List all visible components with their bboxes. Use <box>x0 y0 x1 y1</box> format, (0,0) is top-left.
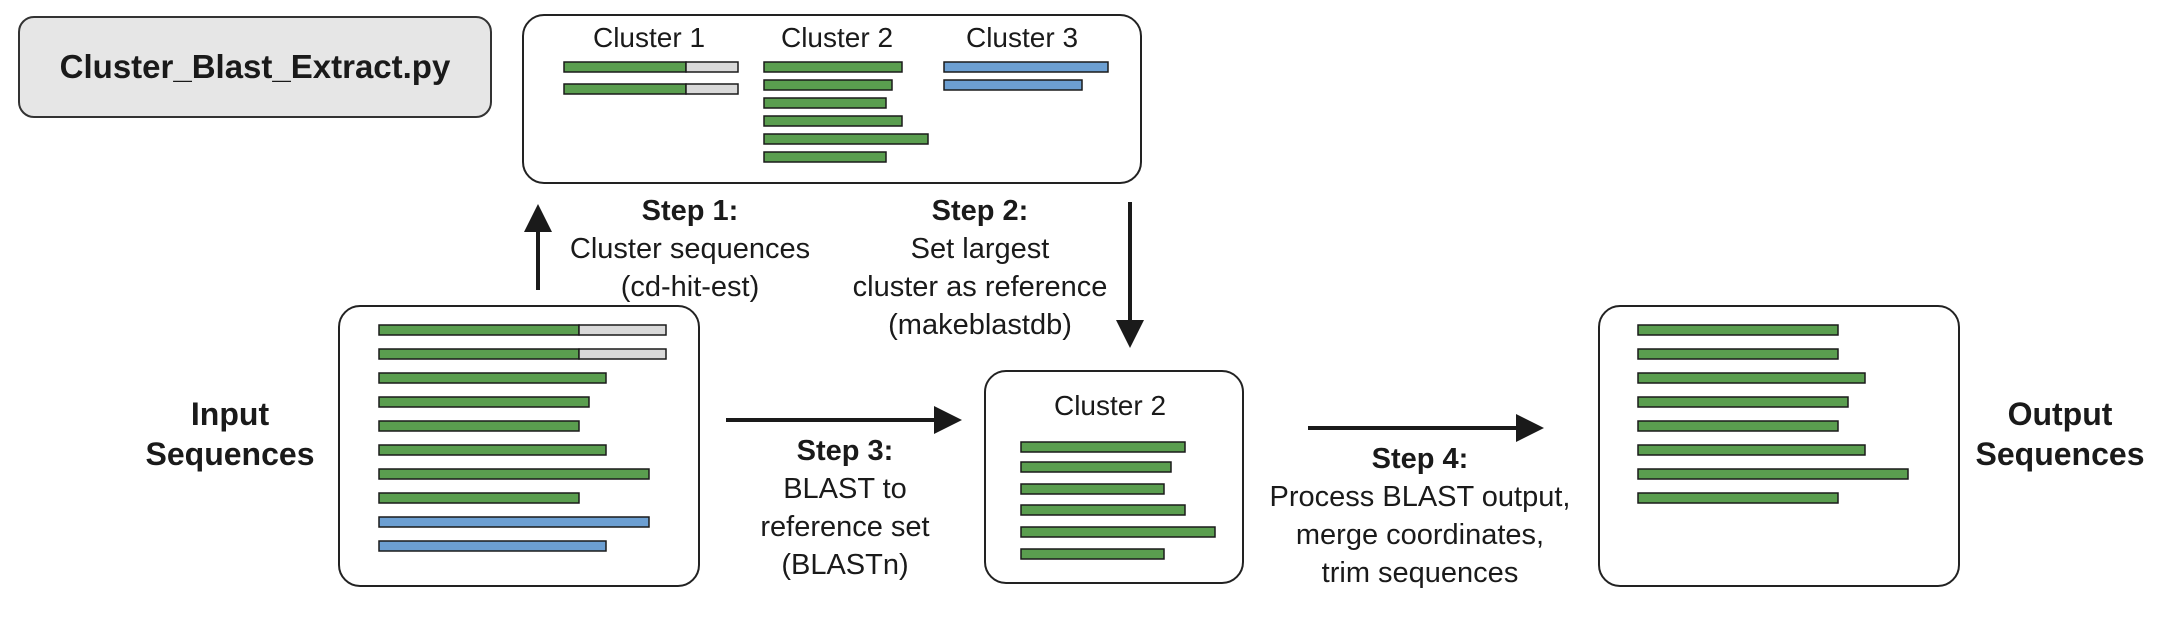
reference-cluster-title: Cluster 2 <box>1053 390 1167 421</box>
step2-line-1: Set largest <box>910 233 1050 265</box>
cluster2-sequence-bar <box>763 61 903 73</box>
step3-label: Step 3: BLAST to reference set (BLASTn) <box>710 432 980 584</box>
reference-sequence-bar <box>1020 483 1165 495</box>
step4-arrow <box>1308 414 1544 442</box>
output-sequence-bar <box>1637 492 1839 504</box>
step4-line-2: merge coordinates, <box>1295 519 1545 551</box>
step4-line-3: trim sequences <box>1321 557 1519 589</box>
reference-sequence-bar <box>1020 526 1216 538</box>
reference-sequence-bar <box>1020 504 1186 516</box>
script-title-box: Cluster_Blast_Extract.py <box>18 16 492 118</box>
step4-label: Step 4: Process BLAST output, merge coor… <box>1250 440 1590 592</box>
cluster2-sequence-bar <box>763 151 887 163</box>
step1-arrow <box>524 204 552 290</box>
step1-line-2: (cd-hit-est) <box>620 271 760 303</box>
step3-line-2: reference set <box>760 511 930 543</box>
output-sequence-bar <box>1637 324 1839 336</box>
input-sequence-bar <box>378 468 650 480</box>
step4-line-1: Process BLAST output, <box>1269 481 1571 513</box>
output-sequence-bar <box>1637 372 1866 384</box>
input-sequence-bar <box>378 372 607 384</box>
output-label-line-2: Sequences <box>1975 436 2145 472</box>
script-title: Cluster_Blast_Extract.py <box>59 48 451 85</box>
cluster2-sequence-bar <box>763 79 893 91</box>
step2-line-2: cluster as reference <box>852 271 1108 303</box>
step2-arrow <box>1116 202 1144 348</box>
reference-sequence-bar <box>1020 548 1165 560</box>
step1-label: Step 1: Cluster sequences (cd-hit-est) <box>540 192 840 306</box>
step3-line-3: (BLASTn) <box>781 549 909 581</box>
output-sequences-label: Output Sequences <box>1960 394 2160 474</box>
input-sequence-bar <box>378 492 580 504</box>
input-sequence-unaligned-bar <box>578 324 667 336</box>
cluster1-sequence-bar <box>563 83 687 95</box>
input-sequence-bar <box>378 540 607 552</box>
reference-sequence-bar <box>1020 441 1186 453</box>
output-sequence-bar <box>1637 396 1849 408</box>
cluster3-sequence-bar <box>943 79 1083 91</box>
output-sequence-bar <box>1637 420 1839 432</box>
output-sequence-bar <box>1637 348 1839 360</box>
output-sequence-bar <box>1637 444 1866 456</box>
cluster3-sequence-bar <box>943 61 1109 73</box>
cluster-2-title: Cluster 2 <box>780 22 894 53</box>
cluster2-sequence-bar <box>763 97 887 109</box>
input-sequence-unaligned-bar <box>578 348 667 360</box>
step2-line-3: (makeblastdb) <box>888 309 1072 341</box>
step2-heading: Step 2: <box>931 195 1029 227</box>
input-sequence-bar <box>378 324 580 336</box>
step3-line-1: BLAST to <box>783 473 907 505</box>
input-sequence-bar <box>378 348 580 360</box>
cluster-1-title: Cluster 1 <box>592 22 706 53</box>
cluster1-sequence-unaligned-bar <box>685 83 739 95</box>
cluster1-sequence-unaligned-bar <box>685 61 739 73</box>
step2-label: Step 2: Set largest cluster as reference… <box>830 192 1130 344</box>
output-sequence-bar <box>1637 468 1909 480</box>
input-sequence-bar <box>378 444 607 456</box>
reference-sequence-bar <box>1020 461 1172 473</box>
cluster-3-title: Cluster 3 <box>965 22 1079 53</box>
step3-arrow <box>726 406 962 434</box>
cluster2-sequence-bar <box>763 133 929 145</box>
step1-heading: Step 1: <box>641 195 739 227</box>
step4-heading: Step 4: <box>1371 443 1469 475</box>
input-sequences-label: Input Sequences <box>130 394 330 474</box>
input-sequence-bar <box>378 420 580 432</box>
input-sequence-bar <box>378 396 590 408</box>
step1-line-1: Cluster sequences <box>569 233 811 265</box>
cluster1-sequence-bar <box>563 61 687 73</box>
input-label-line-1: Input <box>190 396 270 432</box>
step3-heading: Step 3: <box>796 435 894 467</box>
output-label-line-1: Output <box>2007 396 2113 432</box>
input-sequence-bar <box>378 516 650 528</box>
input-label-line-2: Sequences <box>145 436 315 472</box>
cluster2-sequence-bar <box>763 115 903 127</box>
